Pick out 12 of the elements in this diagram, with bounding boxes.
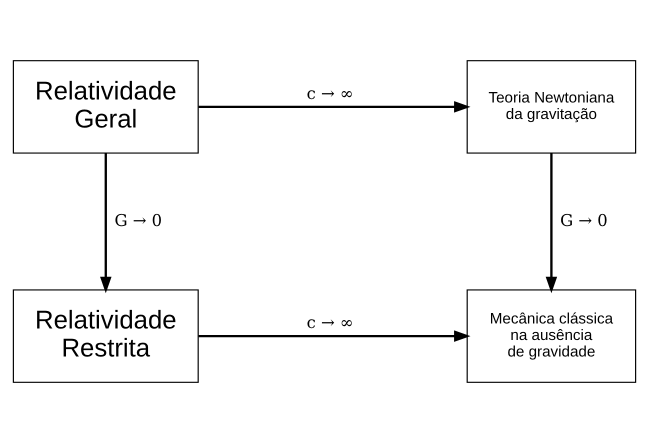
- node-box: Relatividade Geral: [12, 60, 199, 154]
- node-box: Teoria Newtoniana da gravitação: [466, 60, 636, 154]
- arrow: [546, 153, 558, 294]
- node-box: Relatividade Restrita: [12, 289, 199, 383]
- edge-label: G → 0: [114, 210, 162, 230]
- edge-label: c → ∞: [306, 84, 354, 103]
- arrow: [198, 101, 470, 113]
- node-box: Mecânica clássica na ausência de gravidade: [466, 289, 636, 383]
- edge-label: c → ∞: [306, 313, 354, 332]
- arrow: [100, 153, 112, 294]
- edge-label: G → 0: [560, 210, 608, 230]
- arrow: [198, 330, 470, 342]
